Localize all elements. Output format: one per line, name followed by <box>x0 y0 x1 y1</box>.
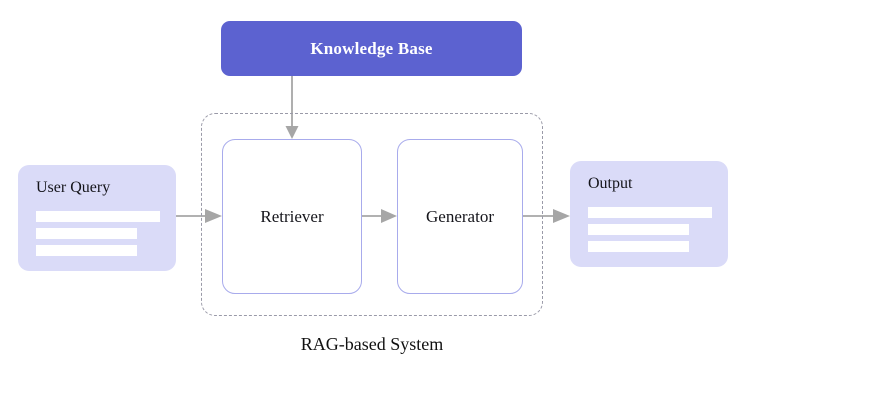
rag-system-container <box>201 113 543 316</box>
text-line <box>36 228 137 239</box>
knowledge-base-node[interactable]: Knowledge Base <box>221 21 522 76</box>
knowledge-base-label: Knowledge Base <box>310 38 433 58</box>
retriever-label: Retriever <box>260 206 324 226</box>
retriever-node[interactable]: Retriever <box>222 139 362 294</box>
user-query-label: User Query <box>36 179 111 196</box>
output-node[interactable]: Output <box>570 161 728 267</box>
text-line <box>36 245 137 256</box>
text-line <box>588 224 689 235</box>
user-query-text-lines <box>36 211 160 262</box>
text-line <box>588 241 689 252</box>
user-query-node[interactable]: User Query <box>18 165 176 271</box>
output-label: Output <box>588 175 633 192</box>
generator-node[interactable]: Generator <box>397 139 523 294</box>
output-text-lines <box>588 207 712 258</box>
text-line <box>36 211 160 222</box>
text-line <box>588 207 712 218</box>
rag-system-caption: RAG-based System <box>300 334 444 354</box>
generator-label: Generator <box>426 206 494 226</box>
